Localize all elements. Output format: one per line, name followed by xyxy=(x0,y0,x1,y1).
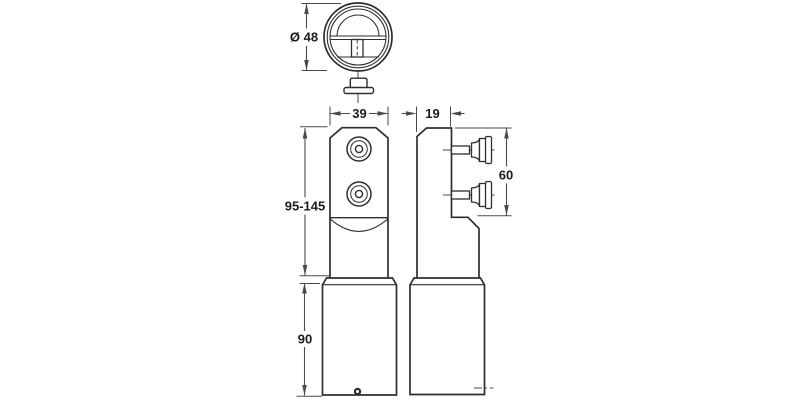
stud-flange xyxy=(484,135,493,165)
stud-lower xyxy=(443,180,495,210)
hole-center xyxy=(354,144,364,154)
front-column-outline xyxy=(329,126,389,278)
top-view xyxy=(323,2,393,103)
dome-arc xyxy=(336,14,380,37)
arrow-down xyxy=(302,385,307,396)
cap-flange xyxy=(343,86,375,95)
hole-center xyxy=(354,189,364,199)
stud-shaft xyxy=(450,145,471,155)
arrow-down xyxy=(504,205,509,216)
dimension-label-stud-spacing: 60 xyxy=(499,168,513,183)
dimension-label-depth: 19 xyxy=(425,106,439,121)
side-body-outline xyxy=(416,127,480,278)
front-base xyxy=(321,277,398,396)
stud-neck xyxy=(470,138,481,162)
dimension-front-width: 39 xyxy=(329,106,389,126)
hole-middle-ring xyxy=(350,185,368,203)
dimension-stud-spacing: 60 xyxy=(455,127,513,217)
side-view xyxy=(409,127,495,396)
arrow-down xyxy=(302,265,308,276)
stud-neck xyxy=(470,183,481,207)
arrow-up xyxy=(504,128,509,139)
dimension-side-depth: 19 xyxy=(401,106,465,132)
front-view xyxy=(321,126,398,396)
dimension-label-base-height: 90 xyxy=(298,332,312,347)
outer-circle xyxy=(323,2,393,72)
front-sag-arc xyxy=(329,218,389,232)
stud-flange xyxy=(484,180,493,210)
side-base xyxy=(409,277,486,396)
stud-upper xyxy=(443,135,495,165)
arrow-right xyxy=(377,111,388,116)
dimension-label-diameter: Ø 48 xyxy=(290,30,318,45)
mounting-hole-upper xyxy=(346,136,372,162)
dimension-base-height: 90 xyxy=(296,283,322,397)
dimension-label-width: 39 xyxy=(352,106,366,121)
hole-outer-ring xyxy=(346,136,372,162)
front-base-bottom-hole xyxy=(353,387,362,396)
arrow-up xyxy=(304,3,309,14)
inner-circle xyxy=(329,8,387,66)
arrow-left xyxy=(450,111,461,116)
stud-shaft xyxy=(450,190,471,200)
arrow-up xyxy=(302,283,307,294)
middle-circle xyxy=(326,5,390,69)
arrow-left xyxy=(330,111,341,116)
arrow-up xyxy=(302,128,308,139)
arrow-right xyxy=(406,111,417,116)
arrow-down xyxy=(304,60,309,71)
dimension-adjustable-height: 95-145 xyxy=(285,126,329,277)
dimension-label-adjustable-height: 95-145 xyxy=(285,199,325,214)
hole-middle-ring xyxy=(350,140,368,158)
mounting-hole-lower xyxy=(346,181,372,207)
dimension-diameter: Ø 48 xyxy=(290,3,341,71)
hole-outer-ring xyxy=(346,181,372,207)
